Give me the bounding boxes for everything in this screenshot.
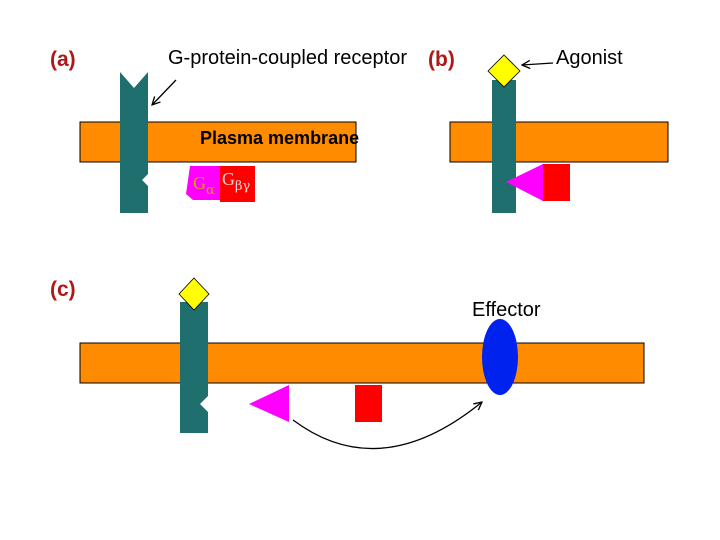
g-alpha-subunit-b — [506, 164, 543, 201]
plasma-membrane-c — [79, 342, 645, 384]
receptor-label: G-protein-coupled receptor — [168, 47, 407, 69]
effector-label: Effector — [472, 299, 541, 321]
agonist-arrow — [522, 63, 554, 65]
receptor-arrow — [152, 79, 177, 105]
agonist-b — [487, 54, 521, 88]
panel-c: (c) Effector — [50, 277, 645, 450]
g-betagamma-subunit-a — [220, 166, 255, 202]
plasma-membrane-label: Plasma membrane — [200, 128, 359, 148]
agonist-label: Agonist — [556, 47, 623, 69]
g-alpha-subunit-a — [186, 166, 220, 200]
g-alpha-subunit-c — [249, 385, 289, 422]
plasma-membrane-b — [449, 121, 669, 163]
panel-b: (b) Agonist — [428, 47, 669, 213]
panel-a-label: (a) — [50, 48, 76, 71]
gpcr-receptor-b — [492, 80, 516, 213]
gpcr-receptor-a — [120, 72, 148, 213]
activation-arrow — [292, 402, 482, 450]
panel-a: (a) Plasma membrane Gα Gβγ G-protein-cou… — [50, 47, 407, 213]
panel-c-label: (c) — [50, 278, 76, 301]
g-betagamma-label: Gβγ — [222, 169, 251, 194]
gpcr-receptor-c — [180, 302, 208, 433]
g-alpha-label: Gα — [193, 173, 215, 198]
agonist-c — [178, 277, 210, 311]
effector — [482, 319, 518, 395]
g-betagamma-subunit-b — [543, 164, 570, 201]
g-betagamma-subunit-c — [355, 385, 382, 422]
panel-b-label: (b) — [428, 48, 455, 71]
